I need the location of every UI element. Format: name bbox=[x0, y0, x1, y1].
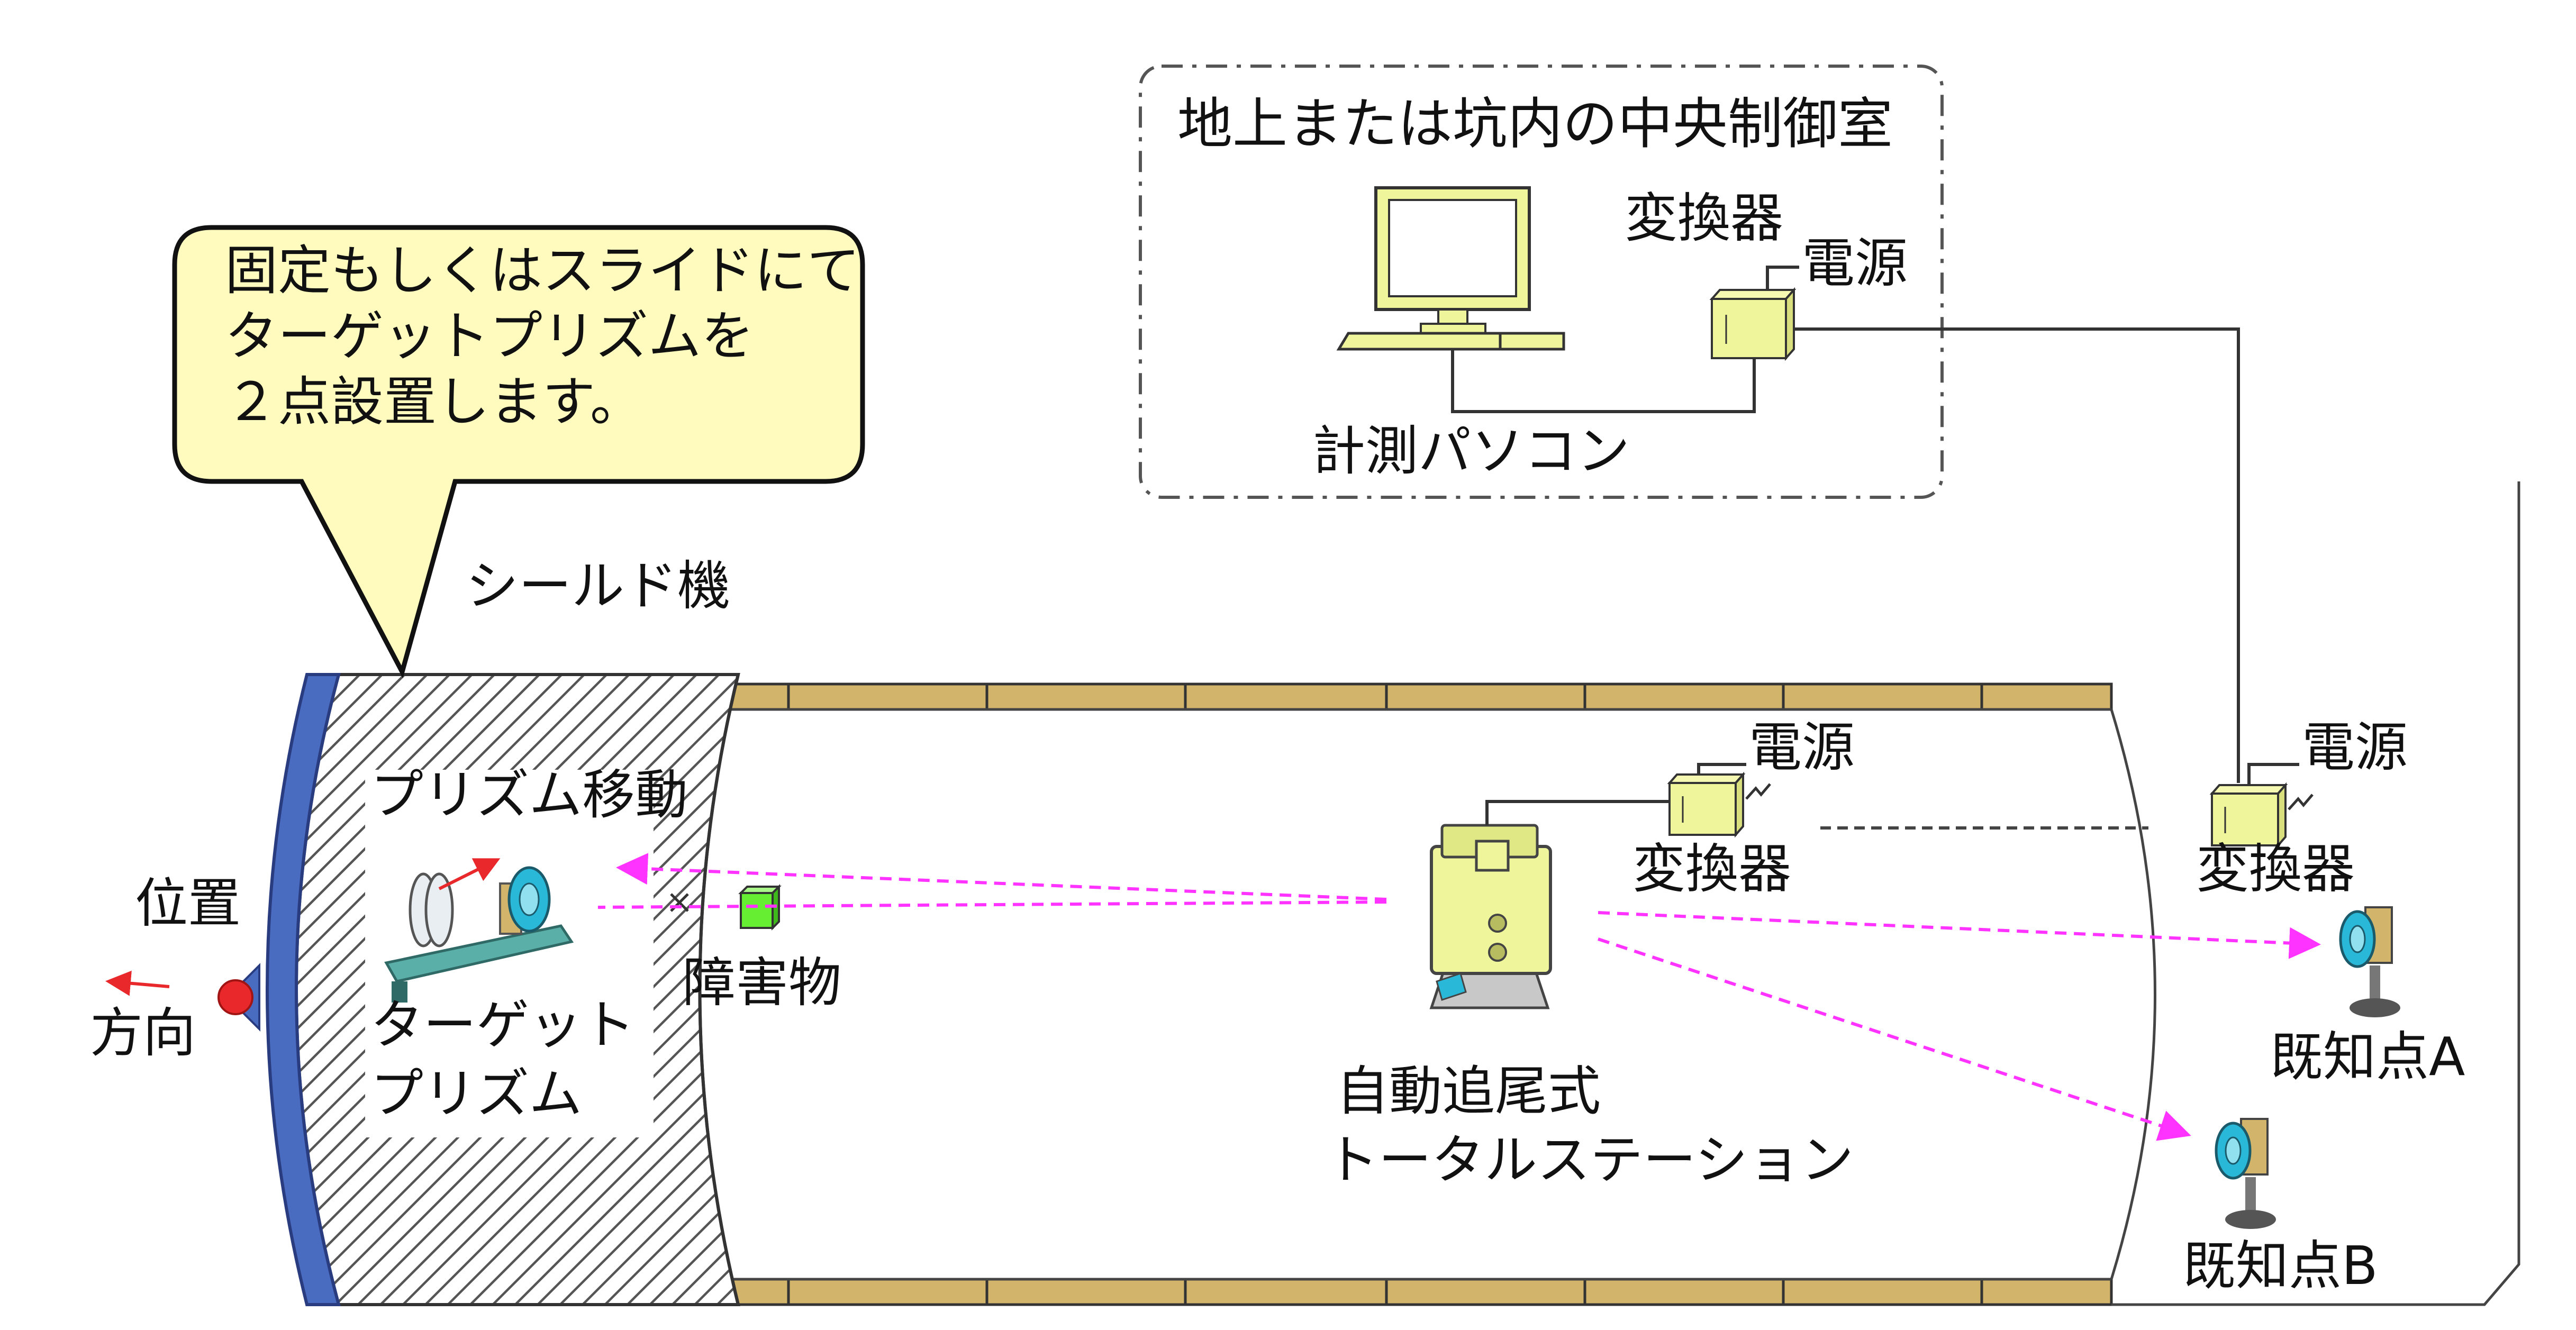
target-prism-label-2: プリズム bbox=[370, 1063, 582, 1125]
shield-face bbox=[266, 673, 341, 1306]
prism-move-label: プリズム移動 bbox=[370, 764, 688, 826]
position-marker bbox=[217, 979, 253, 1015]
laser-to-prism-upper bbox=[616, 853, 1387, 901]
tunnel-converter-1 bbox=[1667, 771, 1746, 838]
segment-top bbox=[599, 682, 2113, 711]
power-squiggle-2 bbox=[2288, 794, 2314, 810]
control-converter-box bbox=[1709, 287, 1797, 361]
known-point-b-prism bbox=[2215, 1118, 2276, 1229]
position-label: 位置 bbox=[135, 872, 241, 934]
shield-machine-label: シールド機 bbox=[466, 555, 730, 617]
power-leader-2 bbox=[2247, 763, 2299, 785]
obstacle-label: 障害物 bbox=[683, 952, 841, 1014]
known-point-a-label: 既知点A bbox=[2270, 1026, 2465, 1088]
control-room-title: 地上または坑内の中央制御室 bbox=[1177, 92, 1893, 156]
power-squiggle-1 bbox=[1745, 783, 1771, 800]
tunnel-end-arc bbox=[2110, 709, 2156, 1280]
computer-icon bbox=[1336, 186, 1565, 351]
control-room-box bbox=[1139, 65, 1944, 499]
tunnel-power-label-2: 電源 bbox=[2302, 716, 2408, 778]
known-point-a-prism bbox=[2339, 906, 2400, 1017]
control-power-label: 電源 bbox=[1802, 232, 1908, 294]
tunnel-power-label-1: 電源 bbox=[1749, 716, 1855, 778]
segment-bottom bbox=[599, 1278, 2113, 1306]
target-prism-label-1: ターゲット bbox=[370, 994, 635, 1056]
power-leader-1 bbox=[1697, 763, 1746, 775]
laser-to-point-b bbox=[1598, 937, 2191, 1141]
station-cable bbox=[1485, 800, 1670, 825]
shield-inner-arc bbox=[698, 674, 740, 1305]
callout-line-1: 固定もしくはスライドにて bbox=[225, 240, 860, 302]
direction-arrow bbox=[105, 970, 170, 996]
tunnel-converter-label-1: 変換器 bbox=[1632, 838, 1791, 900]
tunnel-converter-2 bbox=[2209, 782, 2288, 849]
direction-label: 方向 bbox=[90, 1002, 196, 1064]
callout-text: 固定もしくはスライドにて ターゲットプリズムを ２点設置します。 bbox=[225, 238, 860, 435]
laser-to-prism-lower bbox=[597, 900, 1387, 909]
pc-label: 計測パソコン bbox=[1312, 420, 1630, 482]
tunnel-converter-label-2: 変換器 bbox=[2196, 838, 2355, 900]
total-station-icon bbox=[1429, 824, 1552, 1009]
callout-line-2: ターゲットプリズムを bbox=[225, 305, 754, 367]
control-converter-label: 変換器 bbox=[1625, 187, 1783, 249]
callout-line-3: ２点設置します。 bbox=[225, 371, 643, 433]
pc-cable bbox=[1451, 349, 1756, 413]
total-station-label-1: 自動追尾式 bbox=[1336, 1060, 1601, 1122]
total-station-label-2: トータルステーション bbox=[1326, 1129, 1854, 1191]
outer-wall bbox=[2111, 481, 2520, 1306]
power-leader-control bbox=[1766, 266, 1799, 290]
callout-bubble bbox=[172, 225, 865, 679]
control-to-tunnel-cable bbox=[1794, 327, 2240, 783]
target-prism-assembly bbox=[384, 858, 574, 1003]
laser-to-point-a bbox=[1598, 911, 2321, 959]
known-point-b-label: 既知点B bbox=[2183, 1235, 2378, 1297]
